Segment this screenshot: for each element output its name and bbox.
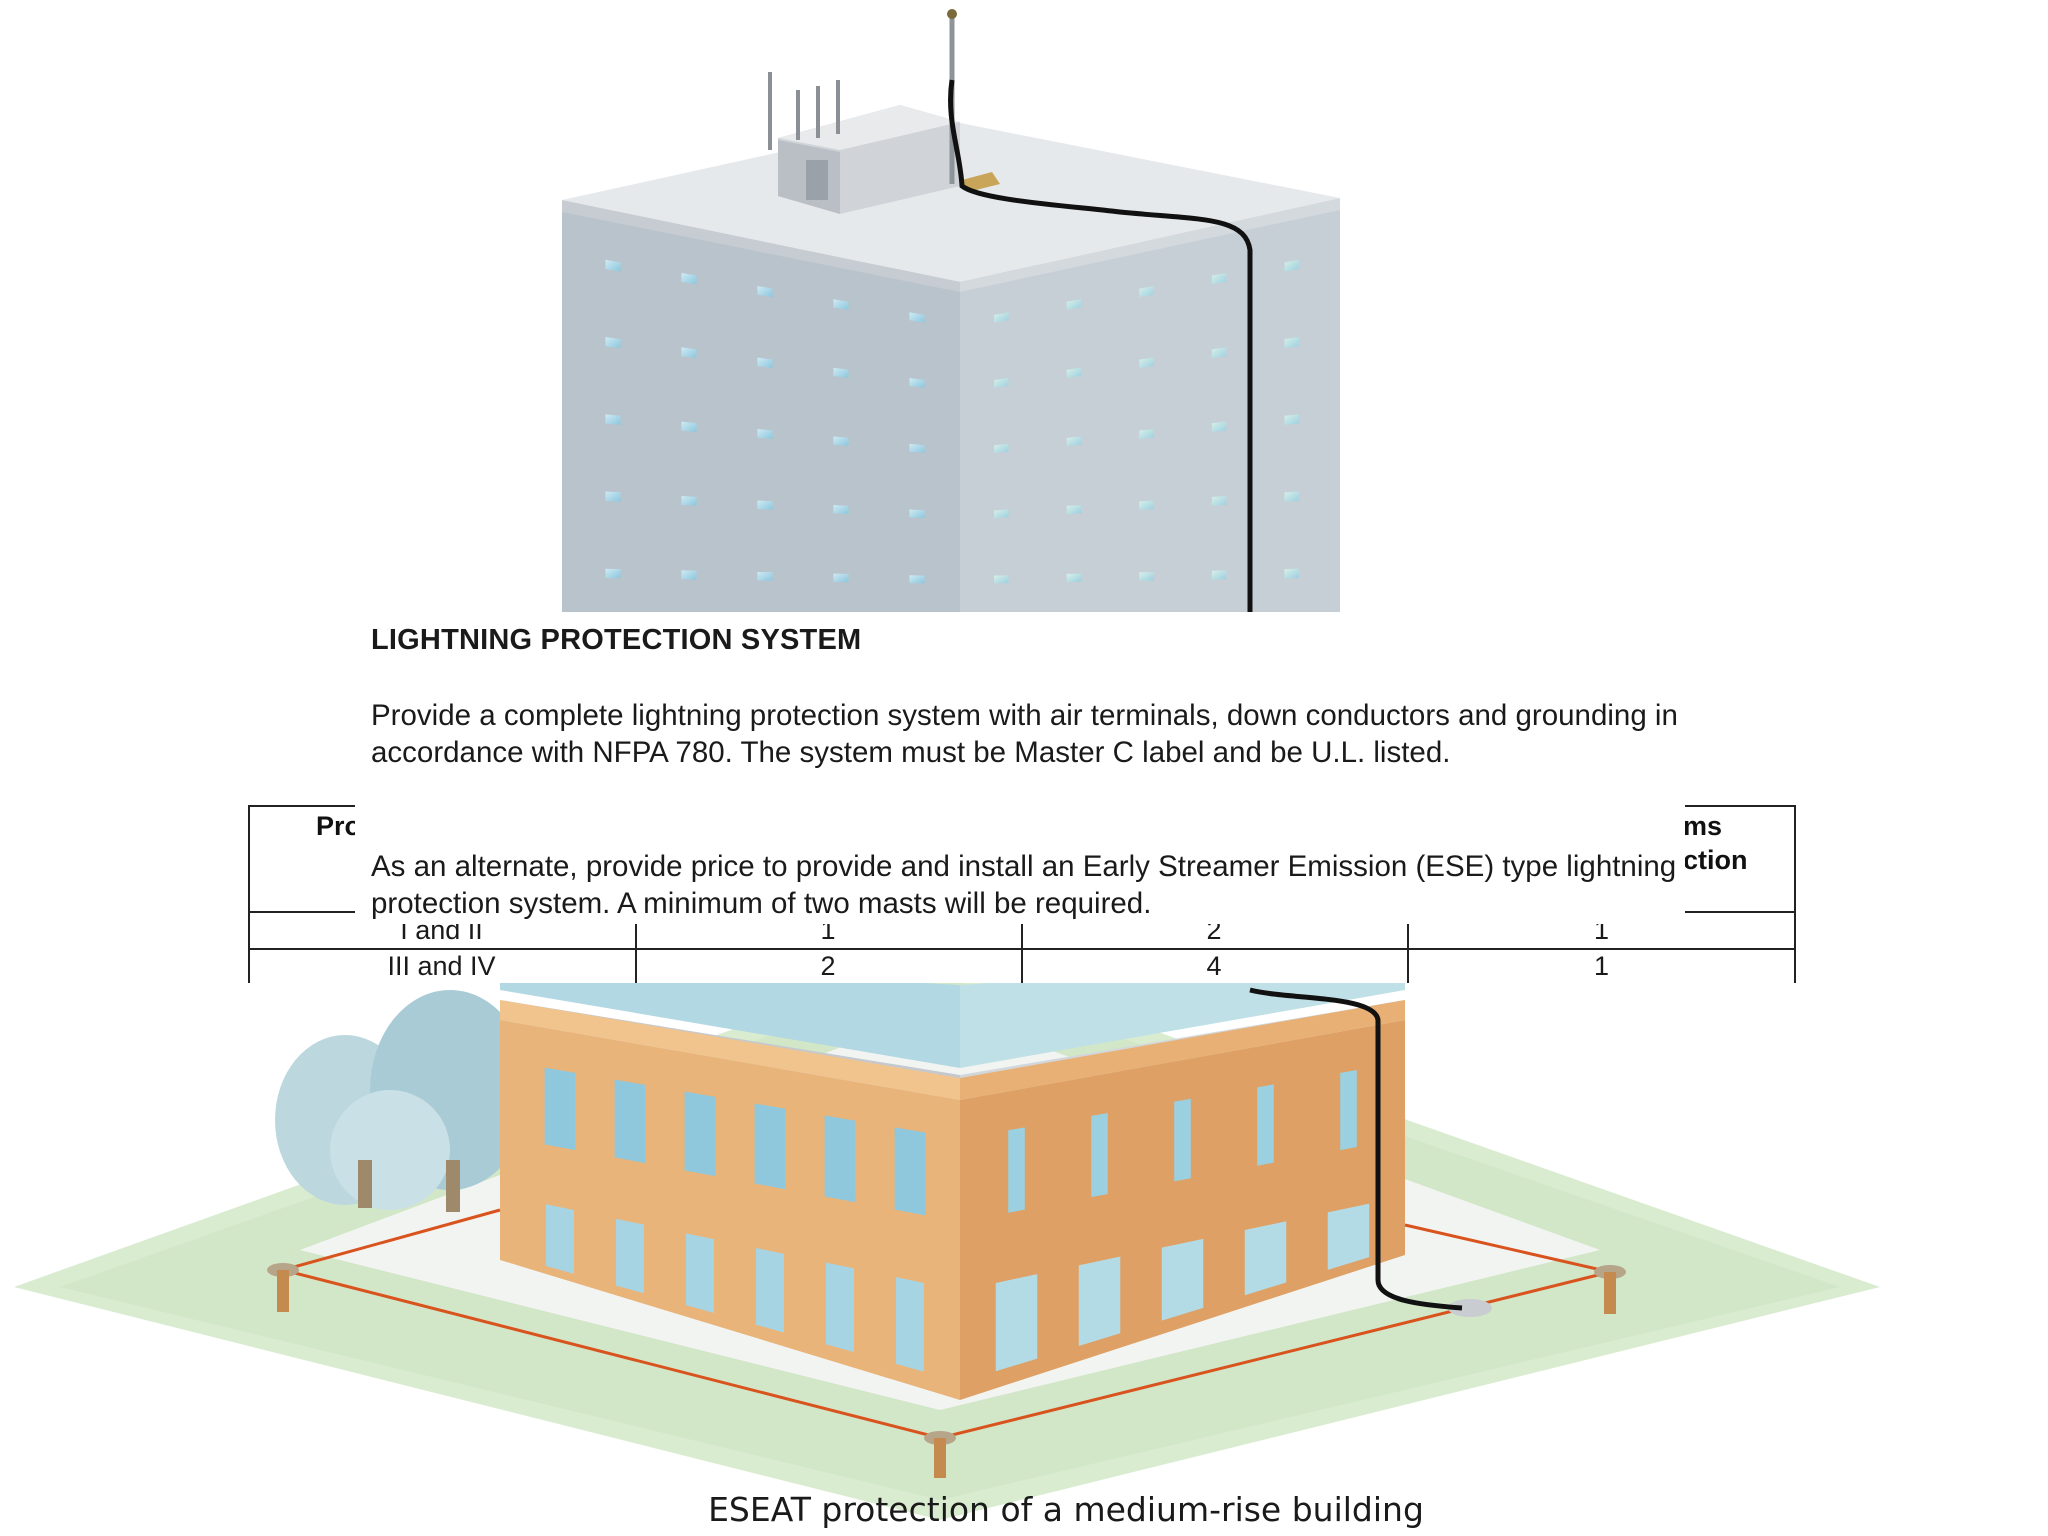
table-cell: III and IV [387,951,496,981]
window-pane [994,509,1009,519]
window-pane [684,1091,716,1177]
window-pane [1066,573,1082,583]
window-pane [833,504,849,515]
window-pane [894,1127,926,1216]
window-pane [686,1233,714,1313]
window-pane [757,286,773,298]
window-pane [909,509,925,519]
window-pane [1174,1098,1191,1182]
window-pane [1161,1238,1204,1321]
window-pane [826,1262,854,1353]
table-header-fragment-right-1: ms [1683,811,1723,841]
window-pane [1327,1203,1370,1270]
tower-top [562,118,1340,612]
window-pane [994,443,1009,454]
window-pane [1211,347,1227,359]
window-pane [1244,1221,1287,1296]
window-pane [1284,491,1299,502]
window-pane [1078,1256,1121,1346]
window-pane [756,1247,784,1333]
window-pane [544,1067,576,1151]
figure-caption: ESEAT protection of a medium-rise buildi… [0,1490,2048,1529]
table-cell: 2 [820,951,836,981]
text-panel [355,612,1685,924]
window-pane [1284,414,1299,425]
window-pane [605,414,621,425]
window-pane [1066,504,1082,515]
window-pane [605,491,621,502]
window-pane [1066,299,1082,310]
window-pane [605,259,621,272]
window-pane [833,436,849,447]
table-header-fragment-right-2: ction [1683,845,1748,875]
window-pane [824,1115,856,1203]
window-pane [681,421,697,432]
window-pane [605,336,621,349]
caption-text: ESEAT protection of a medium-rise buildi… [708,1490,1424,1529]
window-pane [994,312,1009,323]
window-pane [616,1218,644,1294]
ground-ring [267,987,1626,1478]
window-pane [1139,571,1154,581]
window-pane [1284,568,1299,579]
window-pane [1211,495,1227,506]
window-pane [757,428,773,439]
table-cell: 1 [1593,951,1610,981]
table-cell: 4 [1206,951,1222,981]
window-pane [1211,272,1227,285]
window-pane [1066,367,1082,378]
window-pane [1284,259,1299,272]
window-pane [994,378,1009,388]
window-pane [1211,421,1227,432]
section-heading: LIGHTNING PROTECTION SYSTEM [371,624,862,656]
window-pane [1211,570,1227,580]
window-pane [757,500,773,510]
window-pane [546,1204,574,1274]
window-pane [757,357,773,369]
window-pane [754,1103,786,1190]
window-pane [757,571,773,581]
paragraph-1: Provide a complete lightning protection … [371,699,1678,769]
window-pane [909,575,925,584]
window-pane [681,570,697,580]
window-pane [1091,1113,1108,1198]
window-pane [1257,1084,1274,1166]
window-pane [681,347,697,359]
window-pane [1139,286,1154,298]
window-pane [909,312,925,323]
paragraph-2: As an alternate, provide price to provid… [371,850,1677,920]
window-pane [995,1274,1038,1372]
window-pane [605,568,621,579]
window-pane [1066,436,1082,447]
window-pane [833,299,849,310]
window-pane [1340,1070,1357,1151]
ese-mast [947,9,1253,612]
window-pane [1139,357,1154,369]
window-pane [909,378,925,388]
window-pane [1139,500,1154,510]
window-pane [896,1277,924,1372]
window-pane [909,443,925,454]
trees [275,990,530,1212]
window-pane [614,1079,646,1164]
window-pane [994,575,1009,584]
table-header-fragment-left: Pro [316,811,362,841]
rooftop-penthouse [768,72,960,214]
window-pane [833,573,849,583]
window-pane [1008,1127,1025,1213]
window-pane [681,272,697,285]
window-pane [833,367,849,378]
window-pane [681,495,697,506]
window-pane [1139,428,1154,439]
window-pane [1284,336,1299,349]
